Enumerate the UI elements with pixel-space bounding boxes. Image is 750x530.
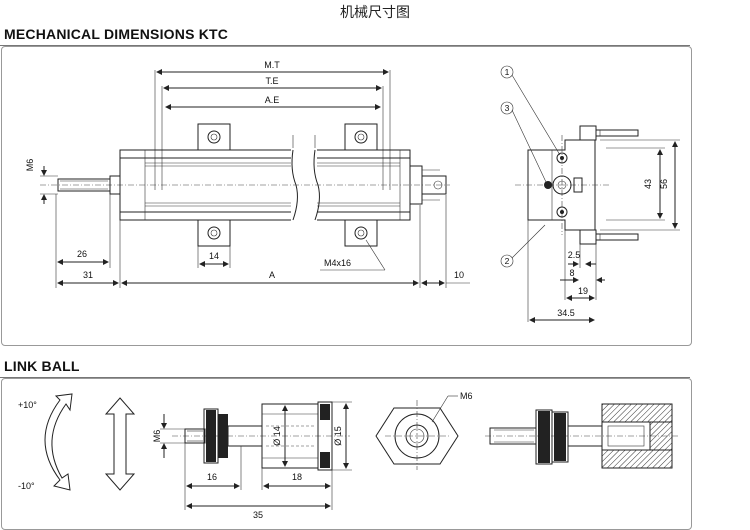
dim-34-5: 34.5 [557,308,575,318]
dim-m4x16: M4x16 [324,258,351,268]
dim-ae: A.E [265,95,280,105]
dim-19: 19 [578,286,588,296]
page-title: 机械尺寸图 [340,5,410,21]
dim-26: 26 [77,249,87,259]
angle-plus10: +10° [18,400,37,410]
dim-43: 43 [643,179,653,189]
lb-dim-35: 35 [253,510,263,520]
section-rule [0,377,690,378]
section-title-mechanical: MECHANICAL DIMENSIONS KTC [4,26,229,42]
lb-dim-phi14: Ø 14 [272,426,282,446]
callout-2: 2 [505,256,510,266]
dim-14: 14 [209,251,219,261]
dim-56: 56 [659,179,669,189]
lb-dim-18: 18 [292,472,302,482]
dim-m6: M6 [25,159,35,172]
lb-dim-m6: M6 [152,430,162,443]
lb-dim-phi15: Ø 15 [333,426,343,446]
dim-te: T.E [265,76,278,86]
lb-dim-16: 16 [207,472,217,482]
angle-minus10: -10° [18,481,35,491]
dim-10: 10 [454,270,464,280]
section-rule [0,45,690,46]
callout-1: 1 [505,67,510,77]
section-title-link-ball: LINK BALL [4,358,80,374]
lb-m6-callout: M6 [460,391,473,401]
callout-3: 3 [505,103,510,113]
mechanical-panel [1,46,692,346]
dim-a: A [269,270,275,280]
dim-31: 31 [83,270,93,280]
dim-8: 8 [569,268,574,278]
dim-mt: M.T [264,60,280,70]
dim-2-5: 2.5 [568,250,581,260]
